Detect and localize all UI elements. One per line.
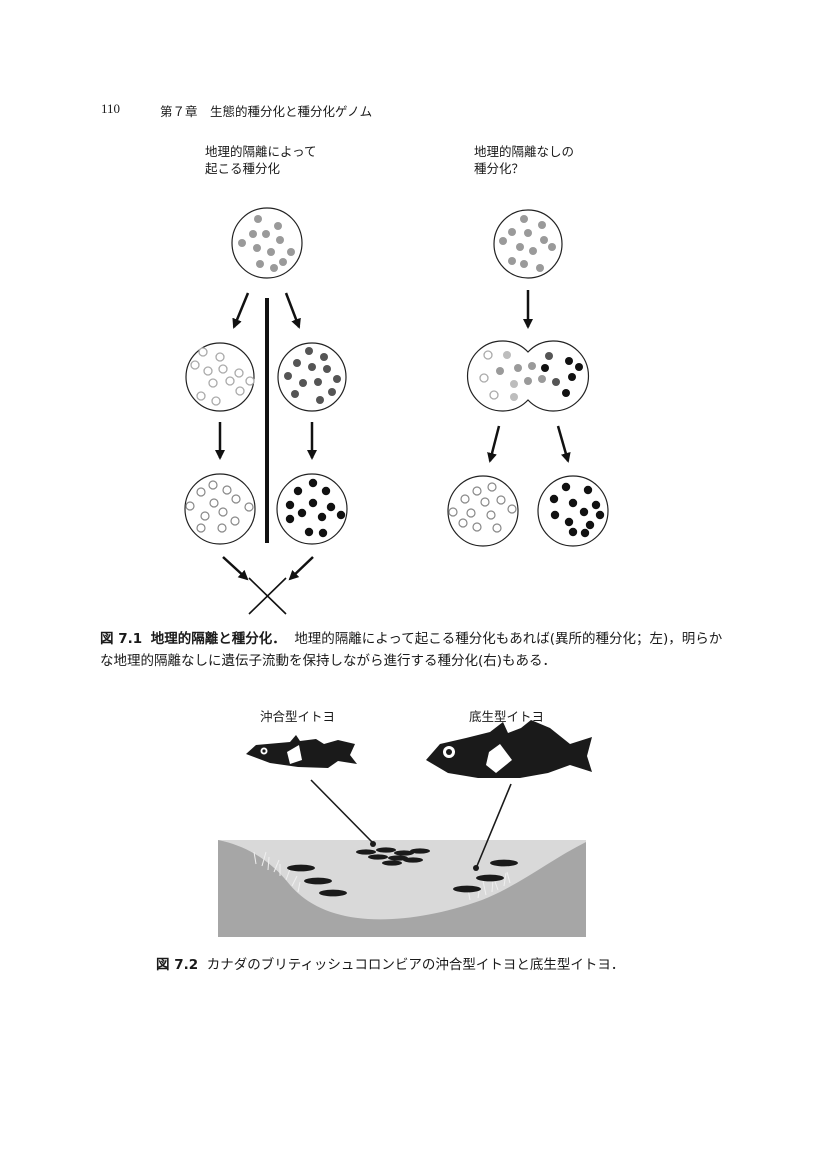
population-right-mid xyxy=(277,342,347,412)
caption-number: 図 7.1 xyxy=(100,631,143,647)
species-right-final xyxy=(276,473,348,545)
no-hybridization-cross xyxy=(222,556,314,615)
lake-basin-diagram xyxy=(218,840,586,937)
benthic-stickleback-label: 底生型イトヨ xyxy=(469,709,545,724)
species-sympatric-right xyxy=(537,475,609,547)
caption-body: カナダのブリティッシュコロンビアの沖合型イトヨと底生型イトヨ． xyxy=(206,957,625,973)
limnetic-stickleback-label: 沖合型イトヨ xyxy=(260,709,336,724)
limnetic-pointer-line xyxy=(310,779,374,844)
species-sympatric-left xyxy=(447,475,519,547)
figure-7-1-label-sympatric: 地理的隔離なしの 種分化？ xyxy=(474,143,574,177)
figure-7-1-label-allopatric: 地理的隔離によって 起こる種分化 xyxy=(205,143,317,177)
ancestral-population-right xyxy=(493,209,563,279)
label-line: 地理的隔離なしの xyxy=(474,144,575,159)
page-number: 110 xyxy=(101,101,121,116)
caption-title: 地理的隔離と種分化． xyxy=(150,631,286,647)
limnetic-school-icons xyxy=(356,847,430,866)
label-line: 地理的隔離によって xyxy=(205,144,317,159)
benthic-stickleback-icon xyxy=(426,720,592,778)
caption-body: 地理的隔離によって起こる種分化もあれば(異所的種分化；左)，明らかな地理的隔離な… xyxy=(100,631,723,669)
species-left-final xyxy=(184,473,256,545)
population-left-mid xyxy=(185,342,255,412)
limnetic-stickleback-icon xyxy=(246,735,357,768)
label-line: 種分化？ xyxy=(474,161,525,176)
diverging-population xyxy=(466,340,590,412)
running-head: 第７章 生態的種分化と種分化ゲノム xyxy=(160,104,373,119)
benthic-pointer-line xyxy=(476,783,512,867)
label-line: 起こる種分化 xyxy=(205,161,281,176)
benthic-fish-icons xyxy=(287,859,518,897)
figure-7-2-caption: 図 7.2 カナダのブリティッシュコロンビアの沖合型イトヨと底生型イトヨ． xyxy=(156,954,624,976)
figure-7-1-caption: 図 7.1 地理的隔離と種分化． 地理的隔離によって起こる種分化もあれば(異所的… xyxy=(100,628,730,672)
caption-number: 図 7.2 xyxy=(156,957,199,973)
ancestral-population-left xyxy=(231,207,303,279)
